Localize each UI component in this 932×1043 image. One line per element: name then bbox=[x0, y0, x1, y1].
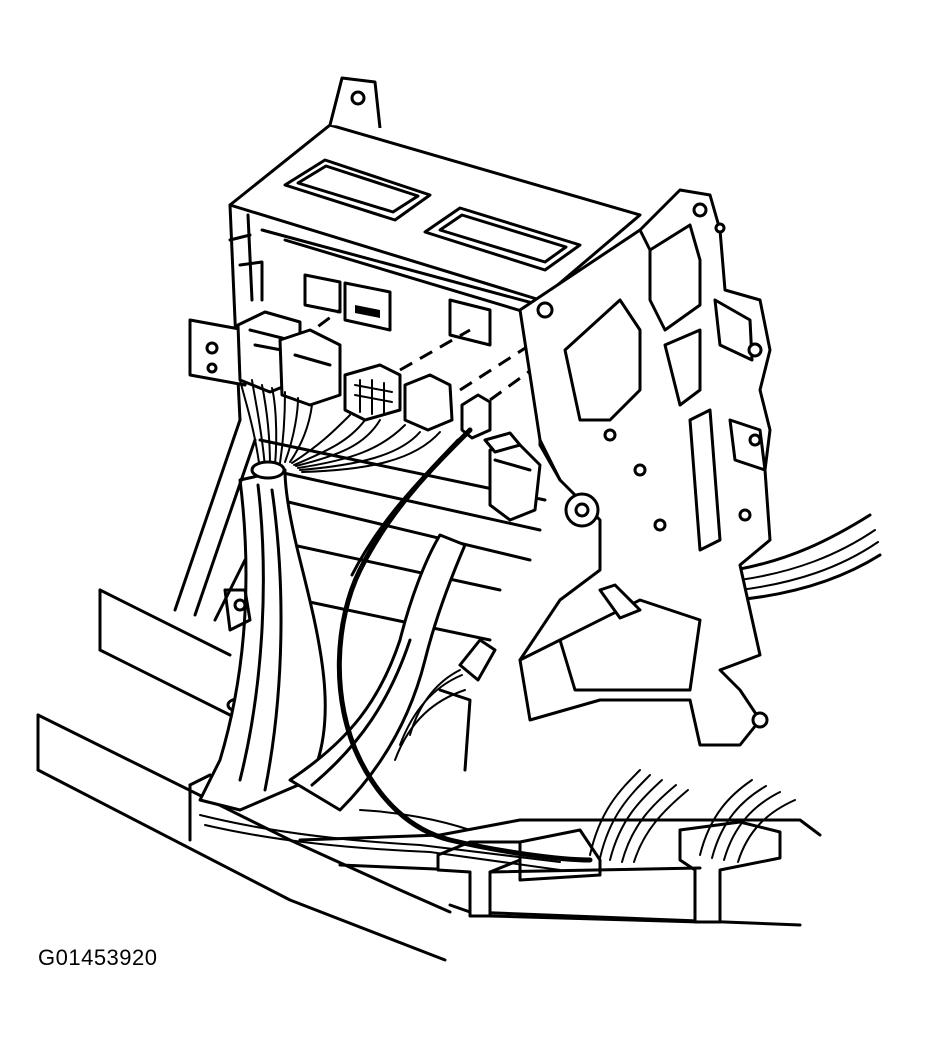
connectors bbox=[236, 310, 542, 522]
figure-id-label: G01453920 bbox=[38, 945, 158, 970]
lower-wire-bundles bbox=[589, 769, 796, 863]
right-harness bbox=[733, 513, 882, 602]
mounting-bracket bbox=[518, 188, 772, 747]
harness-retainer-clips bbox=[436, 820, 782, 924]
module-body bbox=[228, 76, 642, 642]
left-mount-tab bbox=[188, 318, 247, 387]
left-support-strut bbox=[173, 418, 257, 632]
main-harness bbox=[198, 379, 593, 871]
